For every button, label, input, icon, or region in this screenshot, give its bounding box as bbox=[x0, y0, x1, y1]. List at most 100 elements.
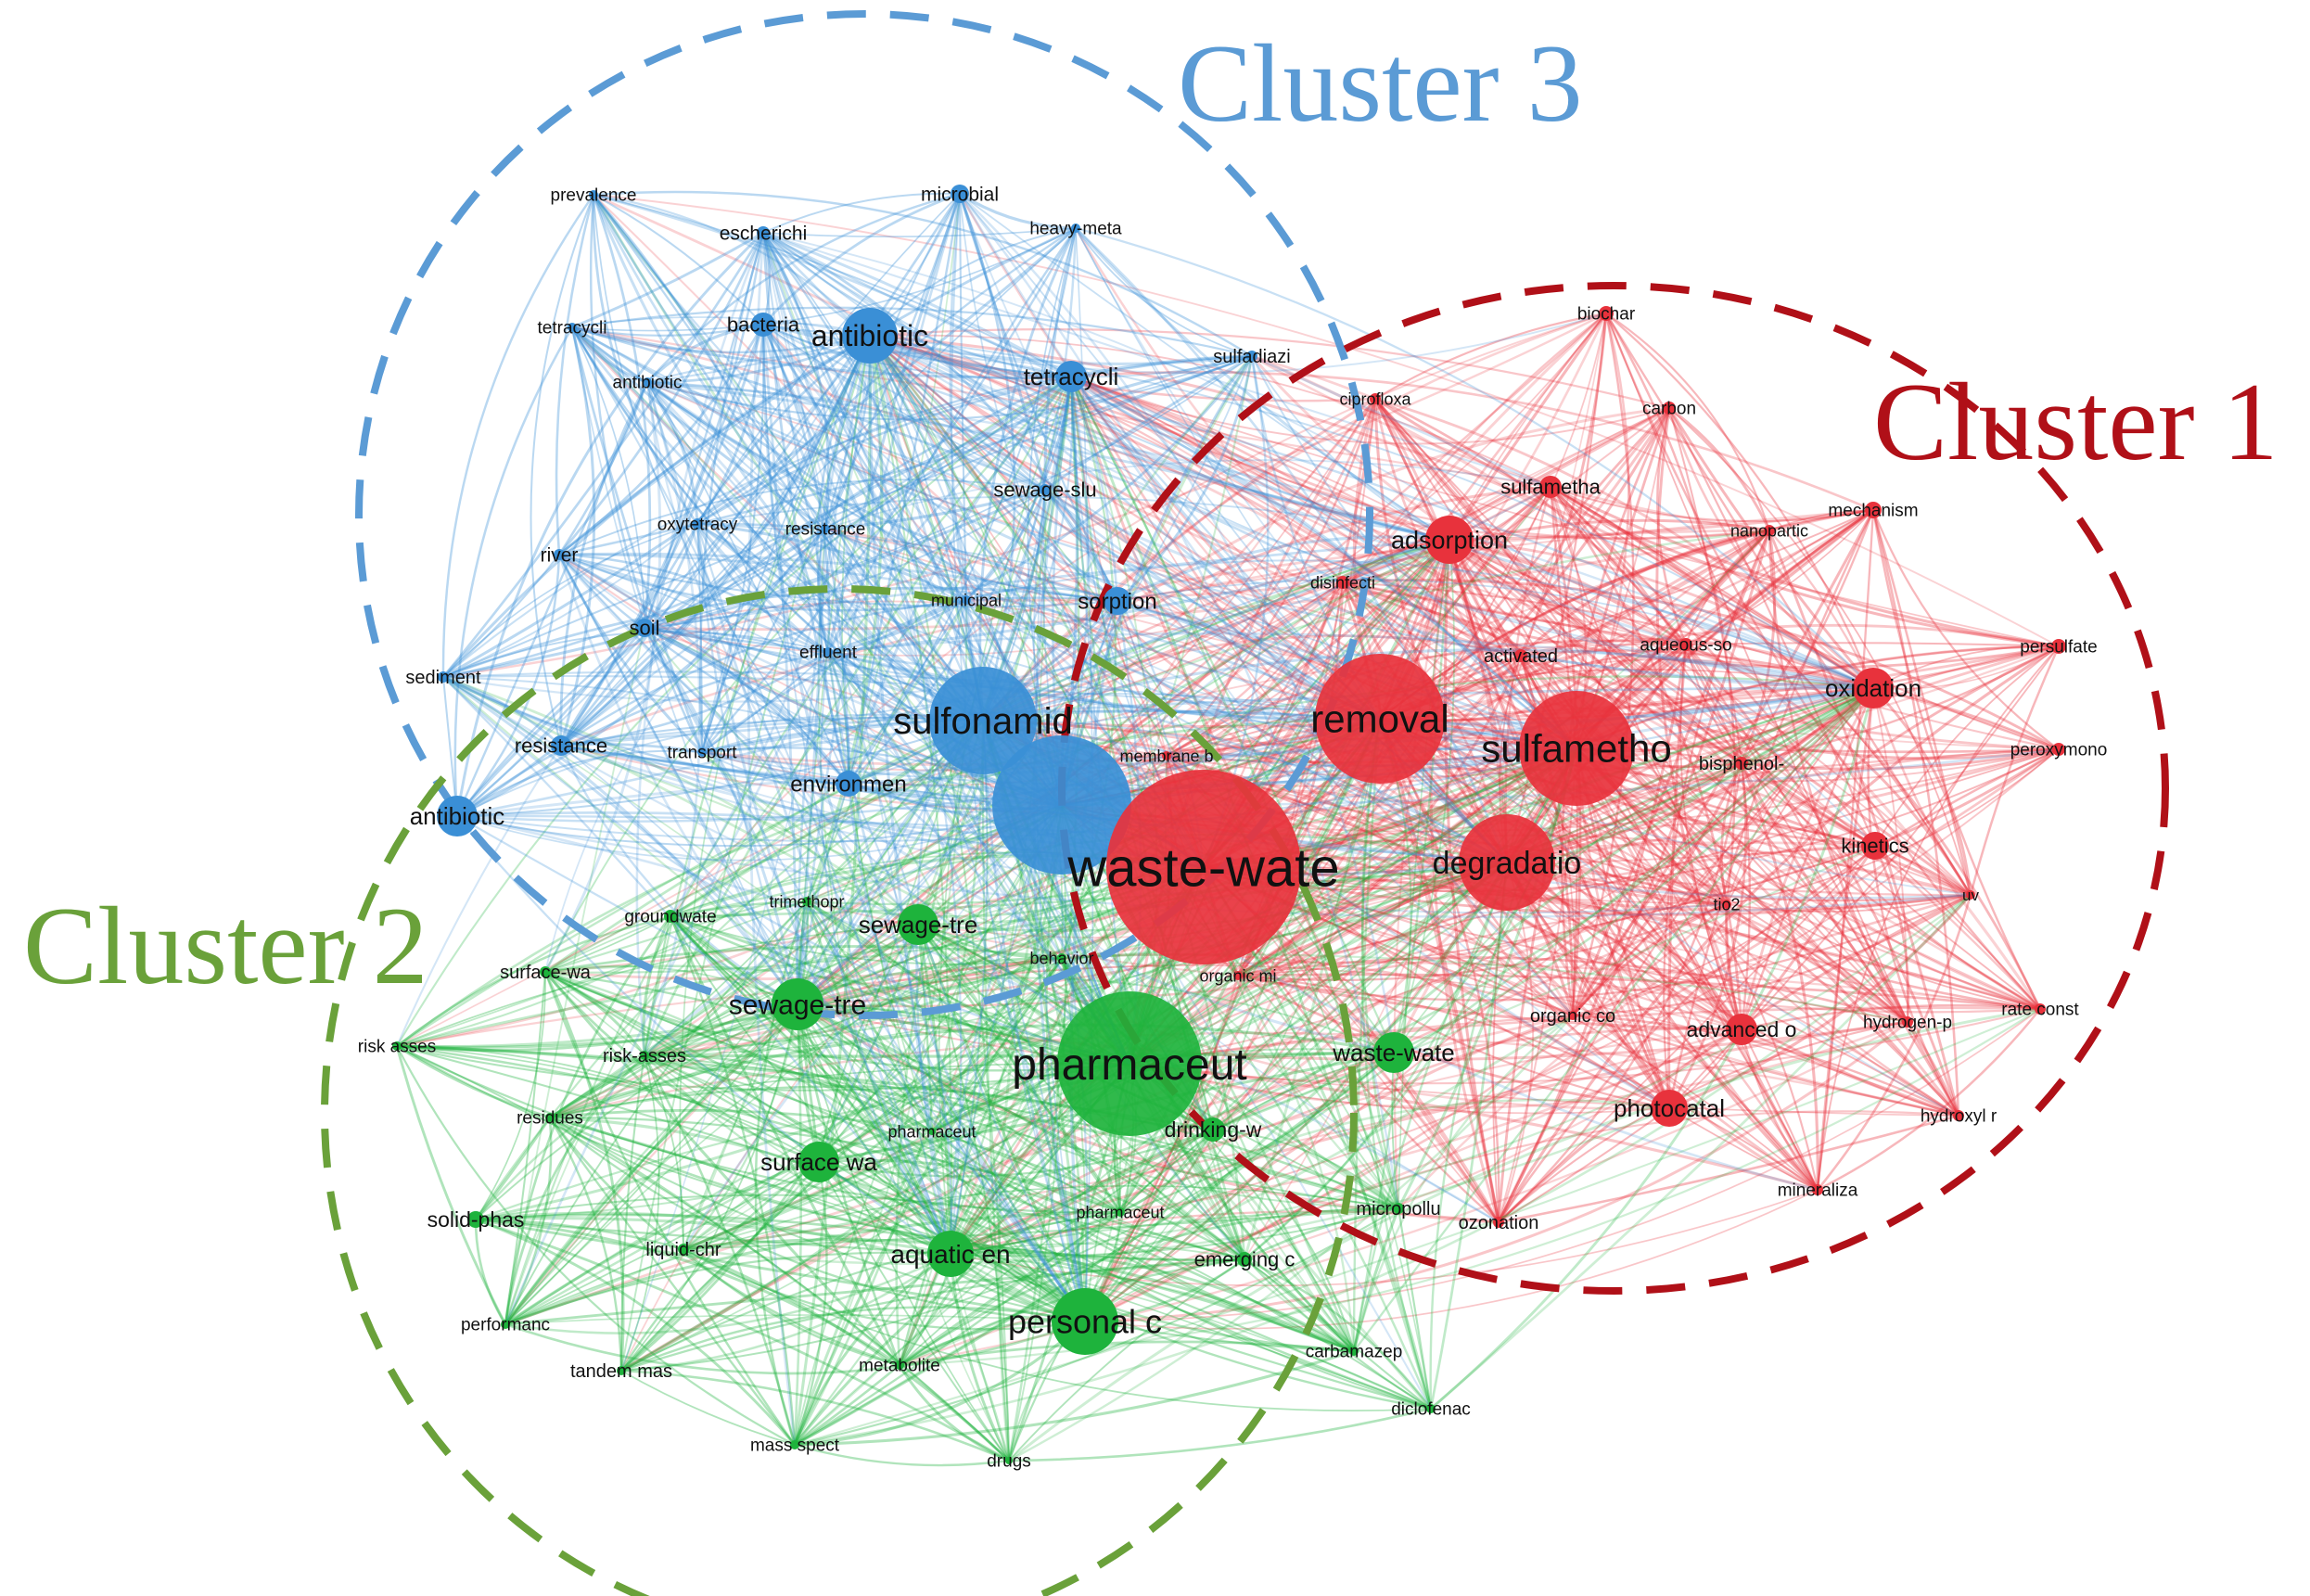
node-heavy-meta[interactable] bbox=[1071, 223, 1080, 233]
link-edge bbox=[950, 720, 989, 1255]
node-sorption[interactable] bbox=[1104, 587, 1131, 615]
link-edge bbox=[644, 626, 829, 654]
node-risk-asses1[interactable] bbox=[392, 1041, 402, 1051]
node-blue-big[interactable] bbox=[992, 735, 1131, 875]
node-hydroxyl-r[interactable] bbox=[1953, 1110, 1964, 1121]
node-sulfadiazi[interactable] bbox=[1246, 351, 1257, 362]
node-aquatic-en[interactable] bbox=[927, 1231, 974, 1277]
node-carbamazep[interactable] bbox=[1349, 1347, 1359, 1356]
node-kinetics[interactable] bbox=[1861, 832, 1889, 860]
node-drugs[interactable] bbox=[1005, 1457, 1013, 1464]
node-mechanism[interactable] bbox=[1865, 502, 1882, 518]
node-antibiotic3[interactable] bbox=[643, 377, 652, 387]
node-waste-wate-g[interactable] bbox=[1373, 1032, 1414, 1073]
node-soil[interactable] bbox=[635, 619, 654, 637]
link-edge bbox=[1378, 718, 1500, 1223]
node-tetracycli1[interactable] bbox=[1055, 361, 1087, 392]
link-edge bbox=[635, 232, 765, 1056]
node-oxidation[interactable] bbox=[1853, 668, 1894, 709]
node-liquid-chr[interactable] bbox=[678, 1244, 689, 1255]
node-resistance1[interactable] bbox=[551, 735, 571, 756]
node-organic-mi[interactable] bbox=[1233, 971, 1243, 980]
node-resistance2[interactable] bbox=[821, 524, 830, 533]
node-surface-wa1[interactable] bbox=[540, 966, 551, 977]
node-bisphenol[interactable] bbox=[1735, 757, 1748, 770]
link-edge bbox=[958, 193, 1119, 602]
node-surface-wa2[interactable] bbox=[798, 1142, 839, 1182]
node-effluent[interactable] bbox=[823, 647, 833, 657]
link-edge bbox=[646, 381, 984, 721]
link-edge bbox=[549, 866, 1205, 1118]
node-mineraliza[interactable] bbox=[1812, 1184, 1823, 1195]
node-photocatal[interactable] bbox=[1651, 1090, 1688, 1127]
node-mass-spect[interactable] bbox=[790, 1440, 799, 1449]
node-waste-wate[interactable] bbox=[1106, 770, 1301, 964]
node-risk-asses2[interactable] bbox=[640, 1051, 649, 1060]
node-residues[interactable] bbox=[545, 1113, 555, 1122]
node-bacteria[interactable] bbox=[751, 313, 775, 337]
node-uv[interactable] bbox=[1966, 890, 1975, 900]
node-environmen[interactable] bbox=[836, 771, 861, 797]
node-peroxymono[interactable] bbox=[2052, 743, 2065, 756]
node-prevalence[interactable] bbox=[589, 190, 598, 199]
node-aqueous-so[interactable] bbox=[1679, 638, 1692, 651]
node-ozonation[interactable] bbox=[1493, 1217, 1504, 1228]
node-emerging-c[interactable] bbox=[1237, 1252, 1252, 1267]
node-sulfametha[interactable] bbox=[1539, 476, 1562, 498]
node-trimethopr[interactable] bbox=[802, 897, 811, 906]
node-solid-phas[interactable] bbox=[467, 1211, 484, 1228]
node-pharmaceut-s[interactable] bbox=[1116, 1207, 1125, 1217]
node-membrane-b[interactable] bbox=[1162, 751, 1171, 760]
node-persulfate[interactable] bbox=[2051, 639, 2066, 654]
node-groundwate[interactable] bbox=[664, 910, 677, 923]
link-edge bbox=[643, 627, 952, 1255]
node-removal[interactable] bbox=[1315, 654, 1445, 784]
link-edge bbox=[869, 335, 1168, 757]
node-drinking-w[interactable] bbox=[1201, 1117, 1225, 1142]
link-edge bbox=[504, 720, 984, 1325]
node-activated[interactable] bbox=[1514, 649, 1527, 662]
node-organic-co[interactable] bbox=[1568, 1011, 1577, 1020]
node-degradatio[interactable] bbox=[1459, 814, 1555, 911]
node-ciproflox[interactable] bbox=[1370, 393, 1381, 404]
node-personal-c[interactable] bbox=[1052, 1288, 1118, 1355]
link-edge bbox=[549, 1002, 798, 1118]
node-metabolite[interactable] bbox=[895, 1360, 904, 1370]
node-municipal[interactable] bbox=[962, 595, 971, 605]
node-sewage-tre1[interactable] bbox=[898, 904, 938, 945]
node-pharmaceut-f[interactable] bbox=[928, 1128, 936, 1135]
node-carbon[interactable] bbox=[1663, 402, 1676, 415]
link-edge bbox=[1429, 862, 1509, 1410]
link-edge bbox=[1668, 407, 1972, 896]
node-disinfecti[interactable] bbox=[1336, 576, 1349, 589]
node-adsorption[interactable] bbox=[1425, 516, 1474, 564]
node-transport[interactable] bbox=[697, 747, 707, 757]
node-nanopartic[interactable] bbox=[1764, 525, 1775, 536]
node-escherichi[interactable] bbox=[757, 226, 770, 239]
node-tio2[interactable] bbox=[1722, 900, 1731, 909]
node-sulfonamid[interactable] bbox=[929, 667, 1037, 774]
node-hydrogen-p[interactable] bbox=[1902, 1016, 1913, 1028]
node-river[interactable] bbox=[554, 549, 565, 560]
node-sewage-slu[interactable] bbox=[1040, 484, 1051, 495]
node-microbial[interactable] bbox=[951, 185, 969, 203]
node-performanc[interactable] bbox=[501, 1320, 510, 1329]
node-pharmaceut[interactable] bbox=[1057, 991, 1202, 1136]
node-advanced-o[interactable] bbox=[1726, 1014, 1757, 1045]
link-edge bbox=[1867, 687, 1960, 1117]
node-label-risk-asses2: risk-asses bbox=[603, 1046, 686, 1066]
node-behavior[interactable] bbox=[1057, 953, 1066, 963]
node-rate-const[interactable] bbox=[2035, 1003, 2046, 1015]
node-diclofenac[interactable] bbox=[1426, 1404, 1436, 1413]
node-tetracycli2[interactable] bbox=[568, 323, 577, 332]
node-antibiotic2[interactable] bbox=[437, 796, 478, 836]
link-edge bbox=[1244, 1258, 1355, 1352]
node-sulfametho[interactable] bbox=[1519, 691, 1634, 806]
node-tandem-mas[interactable] bbox=[617, 1366, 626, 1375]
node-micropollu[interactable] bbox=[1393, 1203, 1404, 1214]
node-biochar[interactable] bbox=[1599, 306, 1614, 321]
node-sewage-tre2[interactable] bbox=[772, 978, 823, 1030]
node-oxytetracy[interactable] bbox=[692, 518, 703, 530]
node-antibiotic1[interactable] bbox=[842, 308, 898, 364]
node-sediment[interactable] bbox=[438, 671, 449, 683]
